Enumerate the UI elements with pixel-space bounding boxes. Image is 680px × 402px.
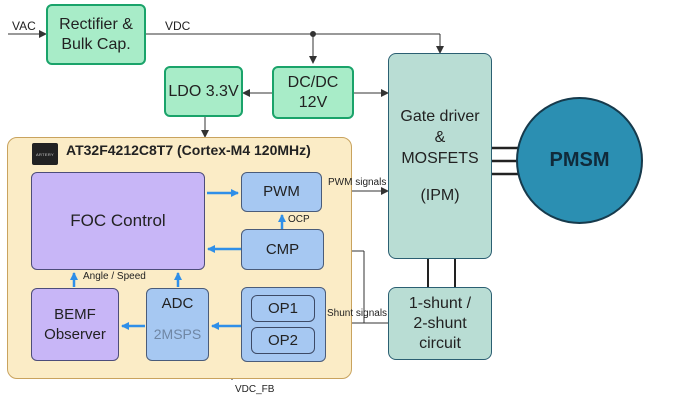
- foc-control-block: FOC Control: [31, 172, 205, 270]
- gate-driver-ipm-block: Gate driver & MOSFETS (IPM): [388, 53, 492, 259]
- cmp-label: CMP: [265, 240, 300, 258]
- dcdc-line-2: 12V: [298, 93, 328, 111]
- ldo-block: LDO 3.3V: [164, 66, 243, 117]
- op1-label: OP1: [267, 299, 298, 317]
- shunt-line-1: 1-shunt /: [408, 294, 472, 312]
- ldo-label: LDO 3.3V: [168, 82, 239, 100]
- op2-label: OP2: [267, 331, 298, 349]
- pwm-block: PWM: [241, 172, 322, 212]
- shunt-line-3: circuit: [419, 334, 461, 352]
- rectifier-line-1: Rectifier &: [59, 15, 133, 33]
- bemf-line-1: BEMF: [54, 305, 96, 323]
- cmp-block: CMP: [241, 229, 324, 270]
- rectifier-block: Rectifier & Bulk Cap.: [46, 4, 146, 65]
- dcdc-block: DC/DC 12V: [272, 66, 354, 119]
- chip-icon: ARTERY: [32, 143, 58, 165]
- rectifier-line-2: Bulk Cap.: [61, 35, 131, 53]
- bemf-line-2: Observer: [44, 325, 106, 343]
- vdc-fb-label: VDC_FB: [235, 384, 275, 395]
- ipm-line-2: &: [434, 129, 446, 146]
- shunt-circuit-block: 1-shunt / 2-shunt circuit: [388, 287, 492, 360]
- vac-label: VAC: [12, 19, 36, 33]
- pmsm-label: PMSM: [549, 149, 610, 171]
- adc-label: ADC: [161, 295, 194, 312]
- ipm-line-5: (IPM): [420, 187, 460, 204]
- vdc-label: VDC: [165, 19, 191, 33]
- pmsm-motor: PMSM: [516, 97, 643, 224]
- shunt-line-2: 2-shunt: [413, 314, 467, 332]
- ipm-line-3: MOSFETS: [401, 150, 479, 167]
- op1-block: OP1: [251, 295, 315, 322]
- dcdc-line-1: DC/DC: [287, 73, 339, 91]
- adc-rate: 2MSPS: [153, 326, 202, 342]
- adc-block: ADC 2MSPS: [146, 288, 209, 361]
- bemf-observer-block: BEMF Observer: [31, 288, 119, 361]
- pwm-signals-label: PWM signals: [328, 177, 387, 188]
- shunt-signals-label: Shunt signals: [327, 308, 388, 319]
- mcu-title: AT32F4212C8T7 (Cortex-M4 120MHz): [66, 142, 311, 158]
- angle-speed-label: Angle / Speed: [83, 271, 146, 282]
- chip-marking: ARTERY: [36, 151, 54, 157]
- ocp-label: OCP: [288, 214, 310, 225]
- op2-block: OP2: [251, 327, 315, 354]
- foc-label: FOC Control: [70, 211, 166, 230]
- pwm-label: PWM: [263, 183, 300, 200]
- ipm-line-1: Gate driver: [400, 108, 480, 125]
